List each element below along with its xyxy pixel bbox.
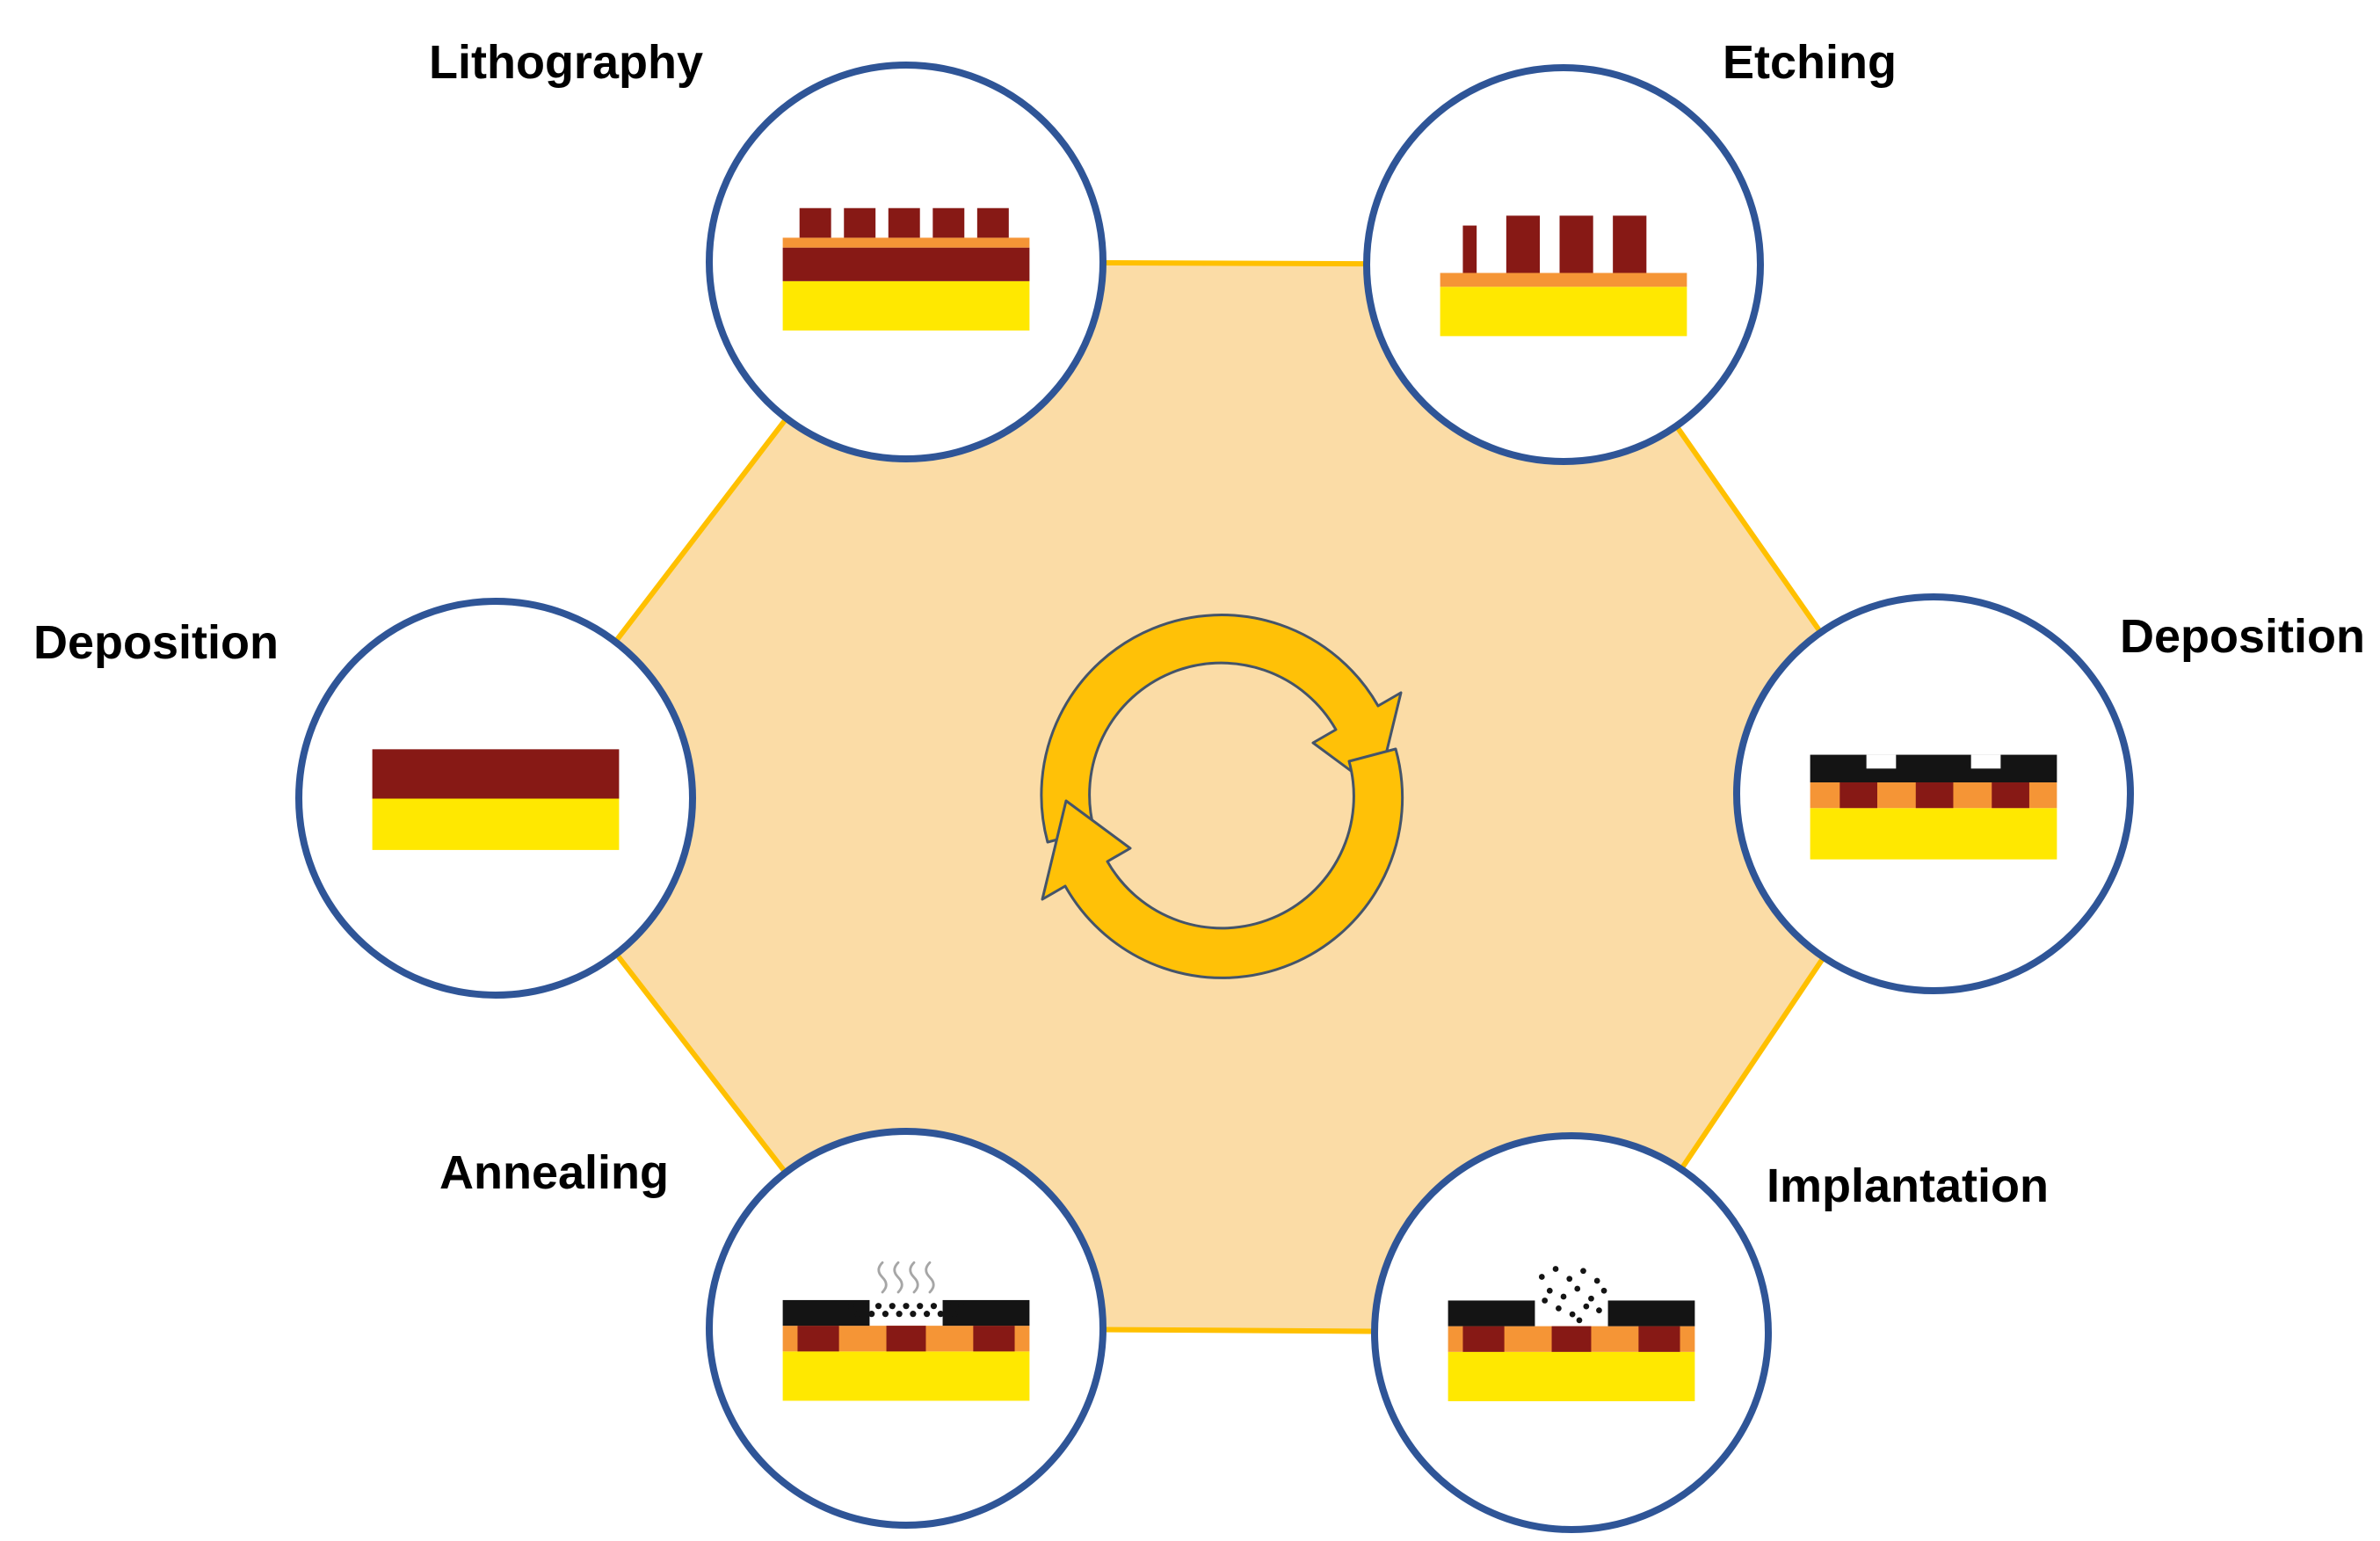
deposition-layered-wafer-icon [1810, 754, 2057, 860]
lithography-label: Lithography [429, 36, 703, 89]
etching-label: Etching [1723, 36, 1897, 89]
deposition-left-step-circle [295, 598, 696, 999]
annealing-label: Annealing [439, 1146, 670, 1199]
cycle-arrow-top [1040, 614, 1403, 844]
annealing-wafer-icon [782, 1261, 1030, 1400]
implantation-label: Implantation [1767, 1159, 2049, 1212]
lithography-step-circle [706, 62, 1107, 462]
deposition-right-label: Deposition [2120, 610, 2365, 663]
heat-wave-lines [877, 1261, 935, 1293]
implantation-wafer-icon [1448, 1265, 1695, 1401]
lithography-wafer-icon [782, 207, 1030, 331]
deposition-film-wafer-icon [372, 748, 620, 850]
process-cycle-arrows-icon [1040, 614, 1404, 979]
diffused-dopant-dots [847, 1302, 965, 1317]
hexagon-shape [492, 258, 1937, 1336]
deposition-right-step-circle [1733, 593, 2134, 994]
annealing-step-circle [706, 1128, 1107, 1529]
etching-wafer-icon [1440, 214, 1687, 336]
cycle-arrow-bottom [1041, 747, 1404, 979]
ion-dots [1538, 1265, 1607, 1323]
implantation-step-circle [1371, 1132, 1772, 1533]
etching-step-circle [1363, 64, 1764, 465]
deposition-left-label: Deposition [33, 616, 279, 669]
